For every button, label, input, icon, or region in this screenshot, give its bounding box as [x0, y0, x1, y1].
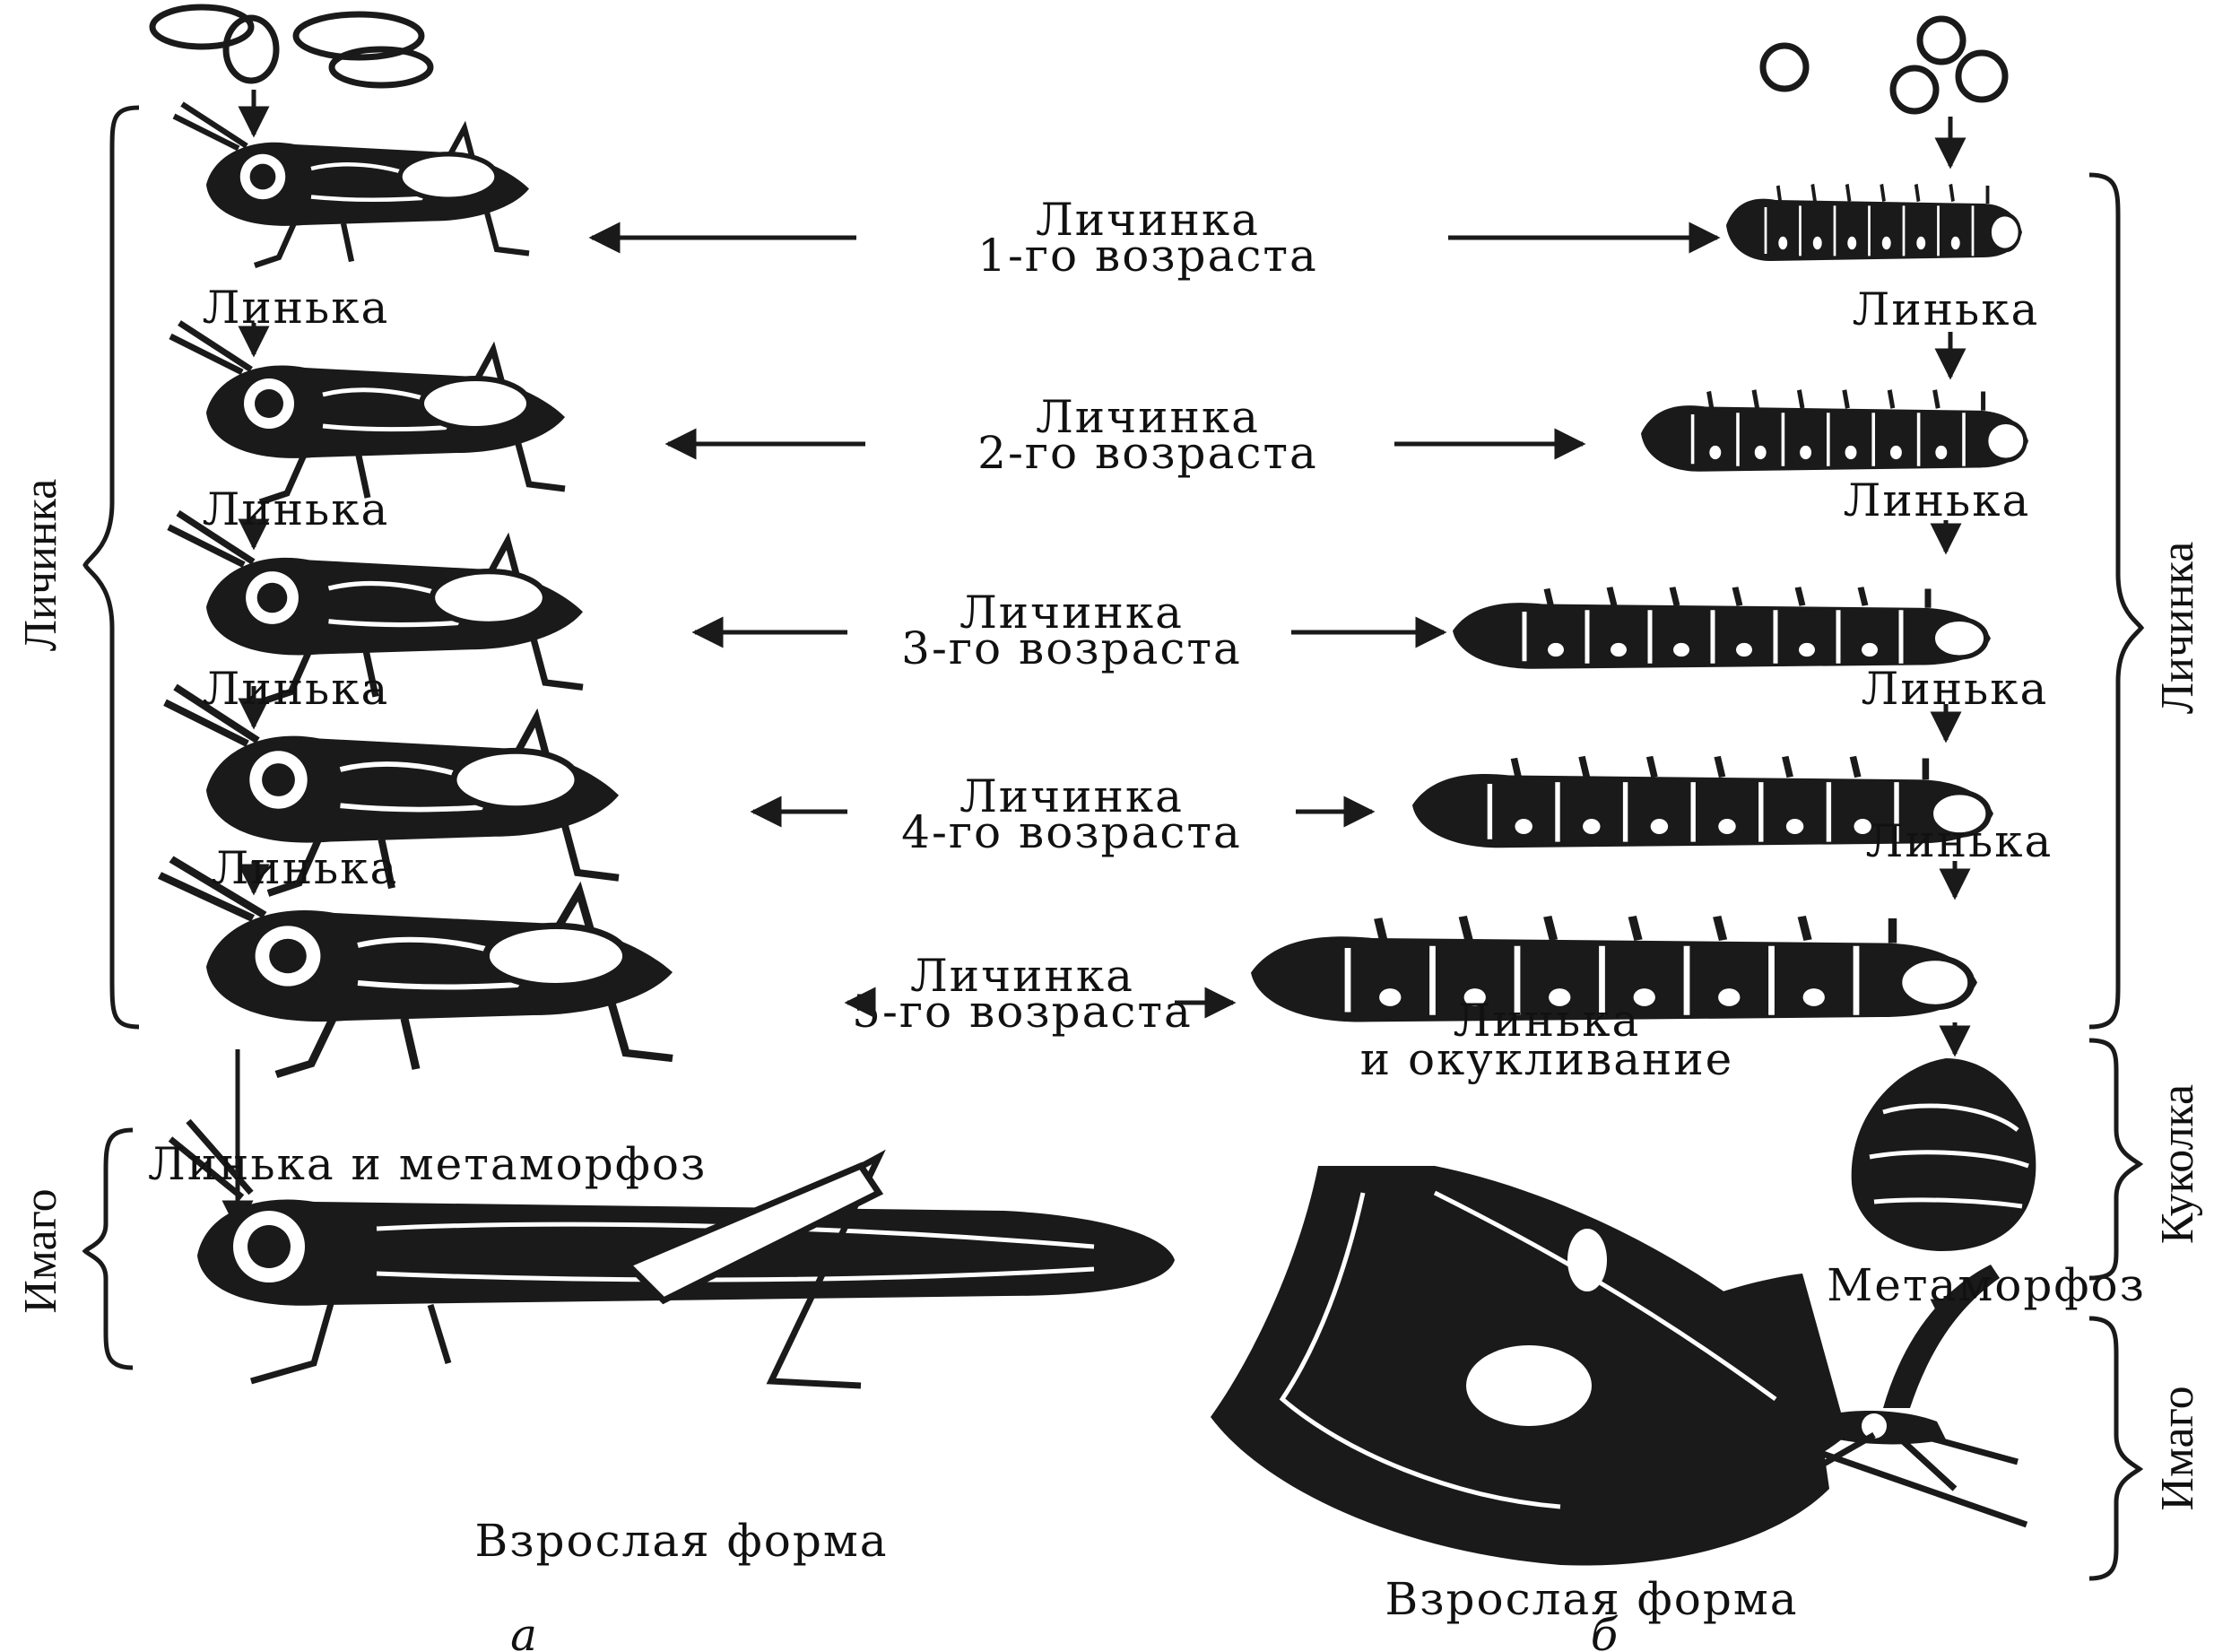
right-imago-bracket: Имаго	[2089, 1318, 2203, 1578]
right-pupa-bracket: Куколка	[2089, 1040, 2203, 1278]
instar-3-label-line2: 3-го возраста	[901, 622, 1242, 674]
left-flow-arrows	[238, 90, 254, 1229]
panel-letter-b: б	[1591, 1609, 1620, 1652]
left-molt-metamorphosis-label: Линька и метаморфоз	[148, 1138, 707, 1190]
right-molt-label-1: Линька	[1853, 283, 2040, 335]
instar-5-row: Личинка 5-го возраста	[847, 950, 1233, 1038]
instar-2-label-line2: 2-го возраста	[977, 427, 1318, 479]
instar-4-label-line2: 4-го возраста	[901, 806, 1242, 858]
instar-4-row: Личинка 4-го возраста	[753, 770, 1372, 858]
left-imago-bracket: Имаго	[15, 1130, 133, 1368]
instar-1-row: Личинка 1-го возраста	[592, 194, 1717, 282]
instar-2-row: Личинка 2-го возраста	[668, 391, 1583, 479]
grasshopper-instar-2	[170, 323, 565, 502]
right-pupa-bracket-label: Куколка	[2152, 1084, 2203, 1244]
caterpillar-instar-2	[1641, 390, 2028, 472]
right-imago-bracket-label: Имаго	[2152, 1386, 2203, 1510]
butterfly-eggs	[1763, 19, 2005, 111]
left-imago-bracket-label: Имаго	[15, 1188, 66, 1313]
grasshopper-instar-1	[174, 104, 529, 265]
left-larva-bracket-label: Личинка	[15, 479, 66, 651]
right-larva-bracket: Личинка	[2089, 175, 2203, 1027]
right-molt-label-3: Линька	[1862, 663, 2049, 715]
right-molt-pupation-line2: и окукливание	[1360, 1033, 1734, 1085]
left-molt-label-1: Линька	[203, 282, 390, 334]
instar-1-label-line2: 1-го возраста	[977, 230, 1318, 282]
instar-5-label-line2: 5-го возраста	[852, 986, 1193, 1038]
caterpillar-instar-3	[1453, 587, 1991, 669]
right-molt-label-4: Линька	[1866, 815, 2053, 867]
right-molt-label-2: Линька	[1844, 474, 2031, 526]
right-metamorphosis-label: Метаморфоз	[1827, 1259, 2146, 1311]
right-larva-bracket-label: Личинка	[2152, 542, 2203, 714]
left-larva-bracket: Личинка	[15, 108, 139, 1027]
instar-3-row: Личинка 3-го возраста	[695, 587, 1444, 674]
left-molt-label-4: Линька	[212, 842, 399, 894]
left-molt-label-2: Линька	[203, 483, 390, 535]
butterfly-pupa	[1852, 1058, 2036, 1251]
grasshopper-eggs	[152, 7, 430, 85]
left-adult-label: Взрослая форма	[474, 1515, 888, 1567]
caterpillar-instar-1	[1726, 184, 2022, 261]
panel-letter-a: а	[510, 1609, 539, 1652]
left-molt-label-3: Линька	[203, 663, 390, 715]
